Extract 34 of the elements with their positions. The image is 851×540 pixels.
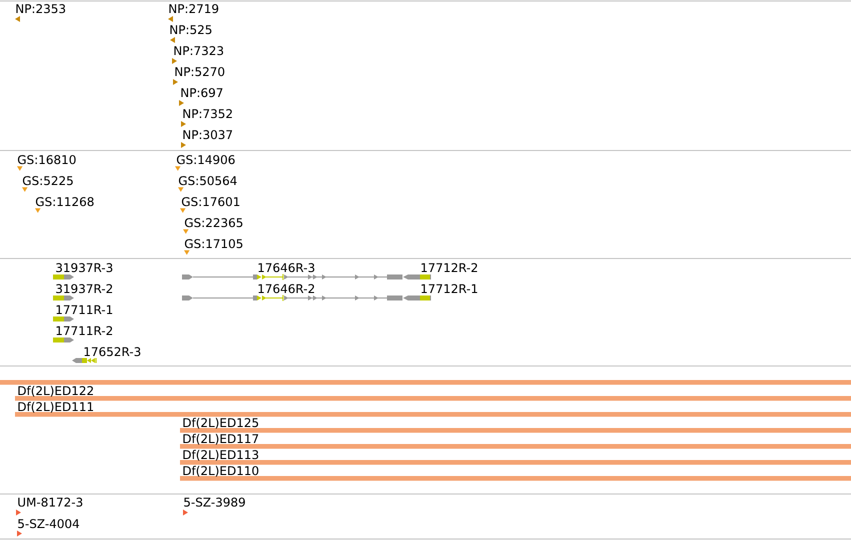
- feature-label: GS:11268: [36, 197, 94, 206]
- feature-label: Df(2L)ED113: [183, 450, 258, 461]
- feature-label: 17646R-2: [258, 284, 314, 294]
- feature-label: NP:2719: [169, 4, 218, 14]
- feature-label: 17652R-3: [84, 347, 140, 356]
- feature-label: 17712R-2: [422, 263, 478, 272]
- feature-label: 17646R-3: [258, 263, 314, 272]
- feature-label: 17712R-1: [422, 284, 478, 293]
- feature-label: GS:17105: [184, 239, 242, 248]
- feature-label: 17711R-1: [56, 305, 112, 314]
- feature-label: GS:14906: [176, 155, 235, 164]
- feature-label: Df(2L)ED125: [183, 418, 258, 429]
- feature-label: GS:17601: [182, 197, 240, 206]
- feature-label: NP:3037: [183, 130, 232, 140]
- feature-label: UM-8172-3: [18, 498, 82, 507]
- feature-label: NP:2353: [16, 4, 66, 14]
- feature-label: 31937R-2: [56, 284, 112, 294]
- feature-label: GS:16810: [18, 155, 76, 164]
- feature-label: 17711R-2: [56, 326, 112, 335]
- feature-label: 31937R-3: [56, 263, 112, 272]
- feature-label: NP:525: [170, 25, 212, 34]
- feature-label: NP:7352: [183, 109, 232, 118]
- feature-label: 5-SZ-3989: [184, 498, 245, 507]
- feature-label: Df(2L)ED117: [183, 434, 258, 445]
- feature-label: GS:22365: [184, 218, 242, 228]
- feature-label: NP:7323: [174, 46, 224, 56]
- feature-label: GS:50564: [178, 176, 237, 186]
- feature-label: 5-SZ-4004: [18, 519, 80, 528]
- feature-label: NP:5270: [175, 67, 224, 76]
- feature-label: Df(2L)ED110: [183, 466, 258, 477]
- feature-label: GS:5225: [22, 176, 73, 186]
- feature-label: Df(2L)ED122: [18, 386, 93, 397]
- feature-label: Df(2L)ED111: [18, 402, 94, 413]
- feature-label: NP:697: [181, 88, 222, 98]
